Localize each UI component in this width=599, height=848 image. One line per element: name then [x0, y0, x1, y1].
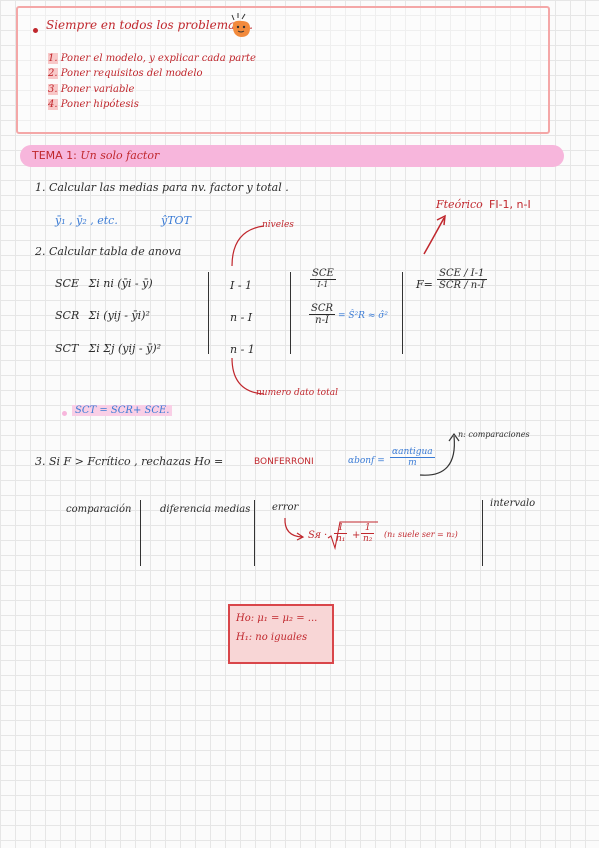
anova-f-label: F=: [416, 278, 433, 291]
anova-f-frac: SCE / I-1 SCR / n-I: [437, 268, 487, 291]
niveles-label: niveles: [262, 220, 294, 230]
fteorico-value: FI-1, n-I: [489, 198, 531, 211]
anova-row-scr: SCR Σi (yij - ȳi)²: [55, 309, 150, 322]
n-comparaciones-note: n: comparaciones: [458, 430, 530, 439]
error-formula-prefix: Sᴙ ·: [308, 530, 328, 541]
error-hook-arrow: [284, 517, 305, 541]
intro-bullet: [33, 28, 38, 33]
alpha-bonf-label: αbonf =: [348, 456, 385, 466]
sct-identity: SCT = SCR+ SCE.: [72, 405, 173, 416]
face-doodle-icon: [231, 13, 250, 37]
hypothesis-h1: H₁: no iguales: [236, 632, 308, 643]
niveles-curve: [231, 225, 265, 267]
bonf-header-comparacion: comparación: [66, 504, 132, 515]
anova-ms2: SCR n-I: [309, 303, 336, 326]
bonf-divider-2: [254, 500, 255, 566]
intro-step-1: 1. Poner el modelo, y explicar cada part…: [48, 53, 256, 64]
error-frac-2: 1 n₂: [361, 523, 375, 544]
step3-text: 3. Si F > Fcrítico , rechazas Ho =: [35, 455, 224, 468]
anova-ms2-eq: = Ŝ²R ≈ σ̂²: [338, 311, 388, 321]
bonf-divider-3: [482, 500, 483, 566]
up-arrow-icon: [423, 214, 446, 255]
step2-text: 2. Calcular tabla de anova: [35, 245, 182, 258]
numero-dato-curve: [231, 357, 265, 395]
intro-step-3: 3. Poner variable: [48, 84, 135, 95]
theme-title: TEMA 1: Un solo factor: [32, 149, 160, 162]
intro-step-2: 2. Poner requisitos del modelo: [48, 68, 203, 79]
bonf-header-error: error: [272, 502, 299, 513]
hypothesis-box: [228, 604, 334, 664]
step3-method: BONFERRONI: [254, 457, 314, 467]
anova-df-1: I - 1: [230, 279, 253, 292]
fteorico-label: Fteórico: [436, 198, 483, 211]
intro-box: [16, 6, 550, 134]
anova-row-sce: SCE Σi ni (ȳi - ȳ): [55, 277, 153, 290]
bonf-header-diferencia: diferencia medias: [160, 504, 251, 515]
numero-dato-total-label: numero dato total: [256, 388, 338, 398]
error-frac-1: 1 n₁: [334, 523, 348, 544]
error-note: (n₁ suele ser = n₂): [384, 530, 458, 539]
anova-ms1: SCE I-1: [310, 268, 336, 289]
anova-row-sct: SCT Σi Σj (yij - ȳ)²: [55, 342, 162, 355]
n-comparaciones-arrow: [419, 432, 460, 476]
step1-text: 1. Calcular las medias para nv. factor y…: [35, 181, 289, 194]
anova-df-2: n - I: [230, 311, 253, 324]
anova-divider-2: [290, 272, 291, 354]
alpha-bonf-frac: αantigua m: [390, 447, 435, 468]
intro-heading: Siempre en todos los problemas...: [46, 18, 253, 32]
bonf-divider-1: [140, 500, 141, 566]
step1-means: ȳ₁ , ȳ₂ , etc.: [55, 214, 118, 227]
theme-banner: [20, 145, 564, 167]
intro-step-4: 4. Poner hipótesis: [48, 99, 139, 110]
sqrt-sign: [327, 521, 378, 550]
bonf-header-intervalo: intervalo: [490, 498, 536, 509]
hypothesis-h0: Ho: μ₁ = μ₂ = ...: [236, 613, 318, 624]
error-plus: +: [352, 530, 361, 541]
anova-divider-3: [402, 272, 403, 354]
step1-ytot: ŷTOT: [161, 214, 191, 227]
anova-divider-1: [208, 272, 209, 354]
anova-df-3: n - 1: [230, 343, 255, 356]
sct-bullet: [62, 411, 67, 416]
